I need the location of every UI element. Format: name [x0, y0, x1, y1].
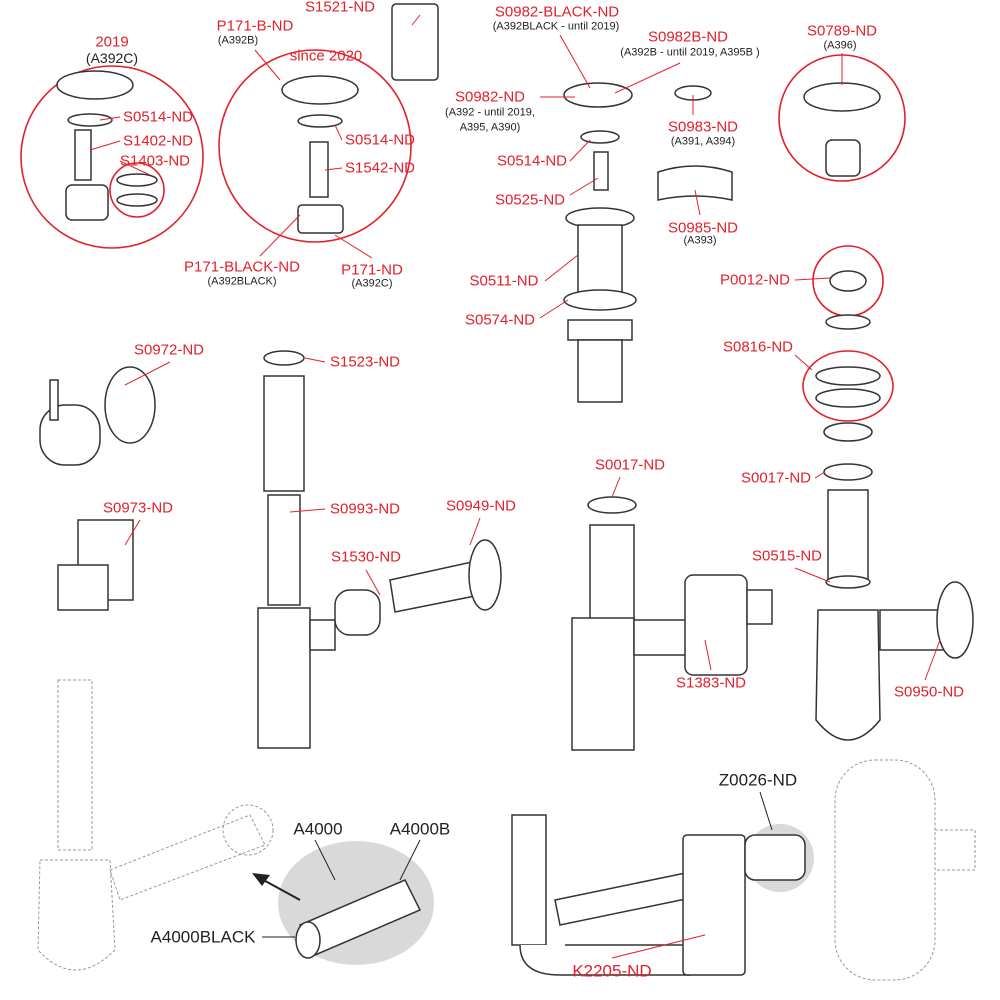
label-s0017-b: S0017-ND	[740, 469, 812, 487]
label-s0789-sub: (A396)	[823, 39, 857, 52]
label-a4000black: A4000BLACK	[150, 927, 256, 947]
bottle-trap-square	[571, 496, 773, 751]
label-s1402: S1402-ND	[122, 132, 194, 150]
label-s0514-a: S0514-ND	[122, 108, 194, 126]
label-s0514-b: S0514-ND	[344, 131, 416, 149]
label-a392c-top: (A392C)	[85, 50, 139, 66]
label-s0514-c: S0514-ND	[496, 152, 568, 170]
label-p171-black: P171-BLACK-ND	[184, 258, 300, 276]
label-s0525: S0525-ND	[494, 191, 566, 209]
label-a4000b: A4000B	[389, 819, 451, 839]
waste-top-parts	[563, 82, 881, 442]
label-p171: P171-ND	[341, 261, 403, 279]
label-p171b-sub: (A392B)	[217, 34, 259, 47]
label-s0017-a: S0017-ND	[594, 456, 666, 474]
label-s0985: S0985-ND	[667, 219, 739, 237]
label-s0982-black: S0982-BLACK-ND	[494, 3, 620, 21]
label-s0982-sub2: A395, A390)	[459, 121, 521, 134]
label-s1383: S1383-ND	[675, 674, 747, 692]
group-2019-circle	[20, 65, 204, 249]
label-s0985-sub: (A393)	[683, 234, 717, 247]
label-k2205: K2205-ND	[572, 961, 652, 981]
a4000-pipe	[295, 879, 422, 959]
plug-2019-parts	[56, 70, 158, 221]
label-s0982b-sub: (A392B - until 2019, A395B )	[620, 46, 760, 59]
label-p171-black-sub: (A392BLACK)	[207, 275, 277, 288]
label-s0972: S0972-ND	[133, 341, 205, 359]
angle-valves	[39, 366, 156, 611]
bottle-trap-right	[815, 463, 974, 741]
group-since-2020-circle	[218, 49, 412, 243]
plug-2020-parts	[281, 75, 359, 234]
label-s0983: S0983-ND	[667, 118, 739, 136]
label-s0982: S0982-ND	[454, 88, 526, 106]
leader-lines	[89, 14, 941, 959]
label-s0993: S0993-ND	[329, 500, 401, 518]
label-s0950: S0950-ND	[893, 683, 965, 701]
label-p0012: P0012-ND	[719, 271, 791, 289]
label-p171b: P171-B-ND	[216, 17, 294, 35]
label-p171-sub: (A392C)	[351, 277, 393, 290]
label-s0816: S0816-ND	[722, 338, 794, 356]
label-s1523: S1523-ND	[329, 353, 401, 371]
label-since-2020: since 2020	[289, 47, 363, 65]
label-s0949: S0949-ND	[445, 497, 517, 515]
label-2019: 2019	[95, 33, 129, 51]
s0816-circle	[802, 350, 894, 422]
ghost-assemblies	[37, 679, 976, 981]
label-a4000: A4000	[293, 819, 343, 839]
label-s0983-sub: (A391, A394)	[670, 135, 736, 148]
label-s1542: S1542-ND	[344, 159, 416, 177]
label-s0511: S0511-ND	[469, 272, 539, 290]
s1403-circle	[109, 162, 165, 218]
k2205-trap	[511, 814, 806, 976]
arrow-head-icon	[252, 873, 270, 886]
label-s0574: S0574-ND	[464, 311, 536, 329]
bottle-trap-round	[257, 350, 502, 749]
label-z0026: Z0026-ND	[718, 770, 798, 790]
label-s0982-sub1: (A392 - until 2019,	[445, 106, 535, 119]
label-s0973: S0973-ND	[102, 499, 174, 517]
label-s0789: S0789-ND	[806, 22, 878, 40]
label-s1521: S1521-ND	[304, 0, 376, 16]
label-s1403: S1403-ND	[119, 152, 191, 170]
s1521-part	[391, 3, 439, 81]
label-s0515: S0515-ND	[751, 547, 823, 565]
label-s0982-black-sub: (A392BLACK - until 2019)	[492, 20, 620, 33]
label-s1530: S1530-ND	[330, 548, 402, 566]
label-s0982b: S0982B-ND	[647, 28, 729, 46]
